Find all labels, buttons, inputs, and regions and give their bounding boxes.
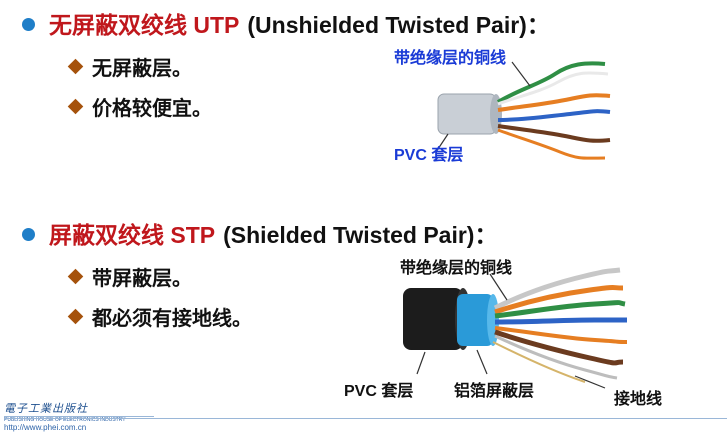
stp-heading: 屏蔽双绞线 STP (Shielded Twisted Pair)： — [22, 216, 497, 250]
bullet-icon — [22, 18, 35, 31]
stp-foil-label: 铝箔屏蔽层 — [454, 377, 534, 401]
utp-point-2: 价格较便宜。 — [70, 92, 212, 121]
stp-point-1: 带屏蔽层。 — [70, 262, 192, 291]
utp-pvc-label: PVC 套层 — [394, 141, 463, 165]
utp-copper-label: 带绝缘层的铜线 — [394, 44, 506, 68]
stp-cable-illustration — [395, 258, 695, 398]
stp-ground-label: 接地线 — [614, 385, 662, 409]
diamond-bullet-icon — [68, 309, 84, 325]
bullet-icon — [22, 228, 35, 241]
utp-point-1: 无屏蔽层。 — [70, 52, 192, 81]
publisher-logo: 電子工業出版社 PUBLISHING HOUSE OF ELECTRONICS … — [4, 400, 154, 432]
stp-title-cn: 屏蔽双绞线 STP — [49, 216, 215, 250]
stp-copper-label: 带绝缘层的铜线 — [400, 254, 512, 278]
stp-point-2: 都必须有接地线。 — [70, 302, 252, 331]
stp-pvc-label: PVC 套层 — [344, 377, 413, 401]
diamond-bullet-icon — [68, 59, 84, 75]
utp-title-cn: 无屏蔽双绞线 UTP — [49, 6, 239, 40]
diamond-bullet-icon — [68, 99, 84, 115]
diamond-bullet-icon — [68, 269, 84, 285]
publisher-name: 電子工業出版社 — [4, 400, 154, 416]
stp-title-en: (Shielded Twisted Pair)： — [223, 216, 497, 250]
footer-rule — [4, 418, 727, 419]
publisher-url: http://www.phei.com.cn — [4, 423, 154, 432]
